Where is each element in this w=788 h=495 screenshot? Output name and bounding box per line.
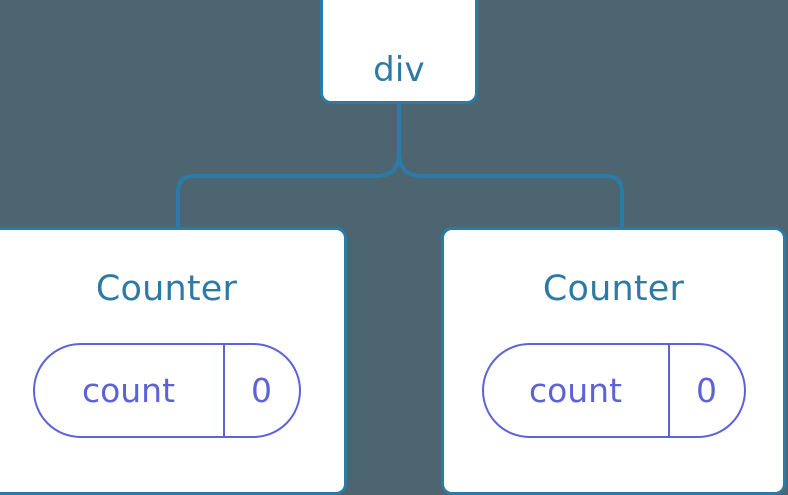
connector-to-child-0 <box>176 151 401 229</box>
state-divider-0 <box>222 345 225 436</box>
state-pill-1[interactable]: count 0 <box>481 343 746 438</box>
state-divider-1 <box>667 345 670 436</box>
node-counter-1[interactable]: Counter count 0 <box>441 227 786 495</box>
state-key-0: count <box>81 371 176 410</box>
state-pill-0[interactable]: count 0 <box>32 343 301 438</box>
state-value-0: 0 <box>251 371 272 410</box>
node-div-label: div <box>373 50 425 90</box>
node-counter-0-title: Counter <box>95 269 238 309</box>
node-div[interactable]: div <box>320 0 478 104</box>
connector-to-child-1 <box>397 151 624 229</box>
state-value-1: 0 <box>696 371 717 410</box>
node-counter-1-title: Counter <box>542 269 685 309</box>
node-counter-0[interactable]: Counter count 0 <box>0 227 347 495</box>
state-key-1: count <box>528 371 623 410</box>
